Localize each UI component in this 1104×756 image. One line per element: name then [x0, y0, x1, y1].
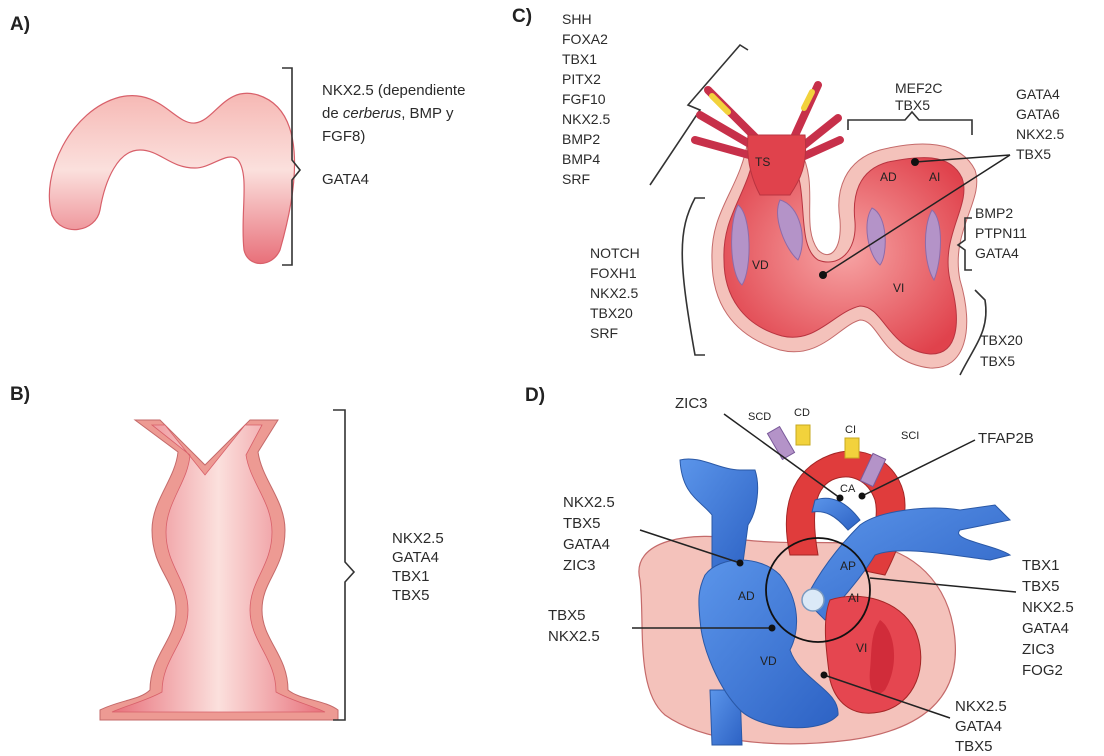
outflow-gene: BMP2	[562, 131, 600, 147]
outflow-gene: SRF	[562, 171, 590, 187]
panel-d-bottom-genes: NKX2.5 GATA4 TBX5	[955, 698, 1007, 755]
outflow-gene: FGF10	[562, 91, 606, 107]
right-gene: TBX1	[1022, 557, 1060, 574]
vd-gene: TBX5	[548, 607, 586, 624]
chamber-vi: VI	[893, 281, 904, 295]
panel-c-outflow-genes: SHH FOXA2 TBX1 PITX2 FGF10 NKX2.5 BMP2 B…	[562, 11, 610, 187]
right-gene: ZIC3	[1022, 641, 1055, 658]
right-carotid	[796, 425, 810, 445]
chamber-ap: AP	[840, 559, 856, 573]
panel-b-gene: TBX5	[392, 587, 430, 604]
left-gene: TBX5	[563, 515, 601, 532]
panel-b: B) NKX2.5 GATA4 TBX1 TBX5	[10, 384, 444, 720]
vessel-sci: SCI	[901, 430, 919, 442]
left-carotid	[845, 438, 859, 458]
panel-b-gene: GATA4	[392, 549, 439, 566]
atria-gene: TBX5	[1016, 146, 1051, 162]
rv-gene: SRF	[590, 325, 618, 341]
panel-d: D) SCD CD CI SCI CA AD AP AI VD	[525, 385, 1074, 755]
vessel-ci: CI	[845, 424, 856, 436]
panel-c-label: C)	[512, 6, 532, 27]
top-gene: MEF2C	[895, 80, 942, 96]
atria-gene: GATA6	[1016, 106, 1060, 122]
cushion-gene: BMP2	[975, 205, 1013, 221]
panel-c-atria-genes: GATA4 GATA6 NKX2.5 TBX5	[1016, 86, 1064, 162]
vd-gene: NKX2.5	[548, 628, 600, 645]
rv-gene: FOXH1	[590, 265, 637, 281]
chamber-ts: TS	[755, 155, 770, 169]
vessel-cd: CD	[794, 407, 810, 419]
dot-tfap2b	[859, 493, 866, 500]
dot-ventricle	[819, 271, 827, 279]
panel-b-gene: TBX1	[392, 568, 430, 585]
pulmonary-branch-left	[812, 498, 860, 530]
dot-zic3	[837, 495, 844, 502]
cushion-gene: PTPN11	[975, 225, 1027, 241]
pulmonary-valve	[802, 589, 824, 611]
panel-b-label: B)	[10, 384, 30, 405]
panel-d-zic3: ZIC3	[675, 395, 708, 412]
atria-gene: NKX2.5	[1016, 126, 1064, 142]
panel-d-left-genes: NKX2.5 TBX5 GATA4 ZIC3	[563, 494, 615, 574]
rv-gene: TBX20	[590, 305, 633, 321]
left-gene: ZIC3	[563, 557, 596, 574]
left-gene: NKX2.5	[563, 494, 615, 511]
vessel-ca: CA	[840, 483, 856, 495]
top-gene: TBX5	[895, 97, 930, 113]
chamber-ai: AI	[929, 170, 940, 184]
outflow-gene: FOXA2	[562, 31, 608, 47]
panel-b-gene: NKX2.5	[392, 530, 444, 547]
outflow-gene: PITX2	[562, 71, 601, 87]
outflow-gene: SHH	[562, 11, 592, 27]
panel-c-rv-genes: NOTCH FOXH1 NKX2.5 TBX20 SRF	[590, 245, 640, 341]
right-gene: GATA4	[1022, 620, 1069, 637]
panel-d-label: D)	[525, 385, 545, 406]
right-gene: NKX2.5	[1022, 599, 1074, 616]
cushion-gene: GATA4	[975, 245, 1019, 261]
panel-a-gene-line1: NKX2.5 (dependiente	[322, 82, 465, 99]
panel-a-gene-line2: de cerberus, BMP y	[322, 105, 454, 122]
panel-a-label: A)	[10, 14, 30, 35]
panel-a-gene-line3: FGF8)	[322, 128, 365, 145]
rv-gene: NKX2.5	[590, 285, 638, 301]
bottom-gene: TBX5	[955, 738, 993, 755]
chamber-ai: AI	[848, 591, 859, 605]
left-gene: GATA4	[563, 536, 610, 553]
right-gene: TBX5	[1022, 578, 1060, 595]
dot-lv	[821, 672, 828, 679]
chamber-ad: AD	[738, 589, 755, 603]
outflow-gene: NKX2.5	[562, 111, 610, 127]
panel-c: C) SHH FOXA2 TBX1 PITX2 FGF10 NKX2.5 BMP…	[512, 6, 1064, 375]
panel-b-bracket	[333, 410, 354, 720]
right-gene: FOG2	[1022, 662, 1063, 679]
panel-a: A) NKX2.5 (dependiente de cerberus, BMP …	[10, 14, 465, 265]
vessel-scd: SCD	[748, 411, 771, 423]
outflow-gene: BMP4	[562, 151, 600, 167]
bottom-gene: NKX2.5	[955, 698, 1007, 715]
lv-gene: TBX5	[980, 353, 1015, 369]
bottom-gene: GATA4	[955, 718, 1002, 735]
outflow-gene: TBX1	[562, 51, 597, 67]
dot-ra	[737, 560, 744, 567]
dot-atria	[911, 158, 919, 166]
panel-a-gene-gata4: GATA4	[322, 171, 369, 188]
cardiac-crescent	[49, 93, 294, 263]
chamber-vd: VD	[752, 258, 769, 272]
dot-rv	[769, 625, 776, 632]
rv-bracket	[682, 198, 705, 355]
panel-d-right-genes: TBX1 TBX5 NKX2.5 GATA4 ZIC3 FOG2	[1022, 557, 1074, 679]
chamber-ad: AD	[880, 170, 897, 184]
chamber-vd: VD	[760, 654, 777, 668]
atria-gene: GATA4	[1016, 86, 1060, 102]
rv-gene: NOTCH	[590, 245, 640, 261]
linear-heart-tube-lumen	[112, 425, 325, 712]
chamber-vi: VI	[856, 641, 867, 655]
lv-gene: TBX20	[980, 332, 1023, 348]
mef2c-bracket	[848, 112, 972, 135]
panel-b-gene-list: NKX2.5 GATA4 TBX1 TBX5	[392, 530, 444, 604]
panel-d-tfap2b: TFAP2B	[978, 430, 1034, 447]
